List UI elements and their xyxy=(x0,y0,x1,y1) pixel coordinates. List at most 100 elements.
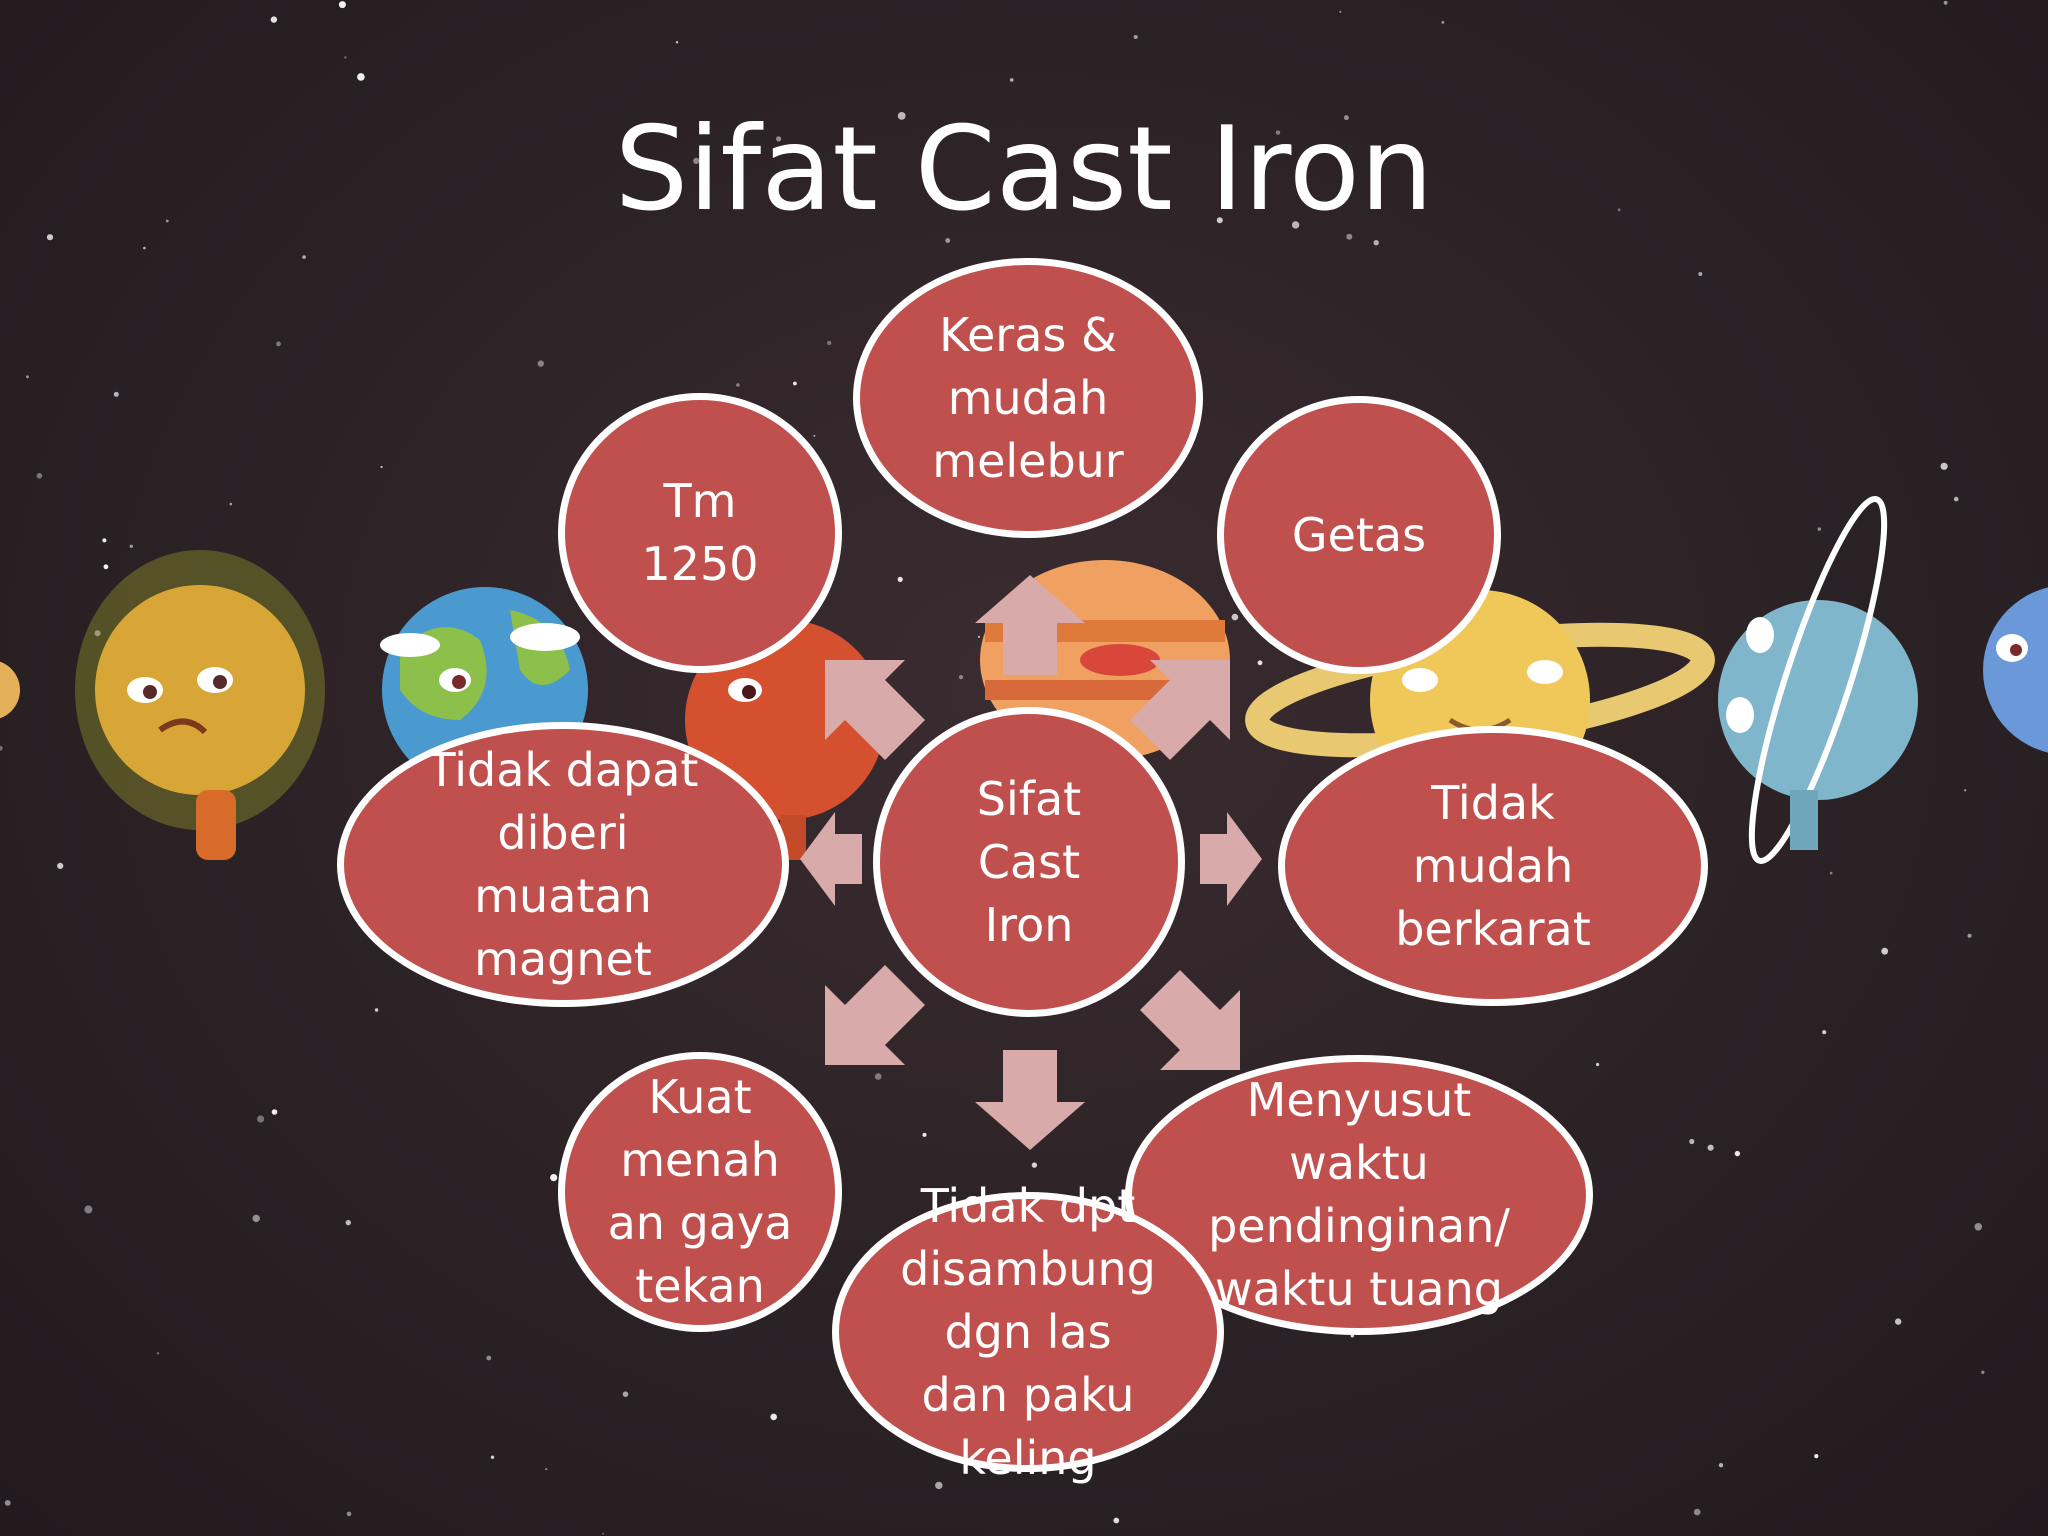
star xyxy=(1967,933,1972,938)
star xyxy=(1943,0,1948,5)
star xyxy=(793,381,797,386)
node-label: Keras & mudah melebur xyxy=(932,307,1124,488)
node-label: Tidak dapat diberi muatan magnet xyxy=(427,742,699,986)
uranus-icon xyxy=(1718,496,1918,864)
star xyxy=(1216,217,1223,224)
star xyxy=(1343,115,1349,121)
star xyxy=(550,1174,558,1182)
star xyxy=(380,465,383,469)
star xyxy=(1940,462,1948,470)
star xyxy=(26,375,29,379)
star xyxy=(113,391,119,397)
arrow-up-icon xyxy=(975,575,1085,675)
star xyxy=(1981,1370,1985,1375)
star xyxy=(1881,947,1889,955)
node-label: Tidak mudah berkarat xyxy=(1395,775,1591,956)
star xyxy=(486,1355,492,1361)
star xyxy=(945,238,951,243)
star xyxy=(252,1214,260,1223)
star xyxy=(46,234,54,241)
star xyxy=(374,1008,379,1012)
node-tidak-mudah-berkarat: Tidak mudah berkarat xyxy=(1278,726,1708,1006)
star xyxy=(1231,613,1239,621)
node-tidak-dpt-disambung: Tidak dpt disambung dgn las dan paku kel… xyxy=(832,1179,1224,1485)
star xyxy=(827,340,832,346)
star xyxy=(1734,1150,1741,1157)
node-label: Tidak dpt disambung dgn las dan paku kel… xyxy=(900,1178,1156,1485)
center-node-label: Sifat Cast Iron xyxy=(976,771,1082,952)
star xyxy=(1895,1318,1902,1325)
star xyxy=(1346,233,1353,240)
star xyxy=(84,1205,93,1214)
node-label: Getas xyxy=(1291,507,1427,562)
star xyxy=(346,1511,352,1517)
star xyxy=(1974,1223,1983,1231)
star xyxy=(1814,1454,1819,1459)
star xyxy=(1441,21,1445,24)
arrow-up-right-icon xyxy=(1130,660,1230,760)
page-title: Sifat Cast Iron xyxy=(614,102,1434,237)
arrow-down-icon xyxy=(975,1050,1085,1150)
star xyxy=(1693,1508,1701,1516)
star xyxy=(1339,10,1342,13)
arrow-left-icon xyxy=(800,812,862,906)
star xyxy=(1829,871,1833,875)
star xyxy=(4,1500,11,1506)
star xyxy=(736,383,740,387)
star xyxy=(1596,1062,1600,1067)
node-keras-mudah-melebur: Keras & mudah melebur xyxy=(853,258,1203,538)
star xyxy=(602,1532,605,1535)
star xyxy=(229,502,233,506)
star xyxy=(897,576,903,583)
star xyxy=(813,434,816,437)
star xyxy=(1698,272,1703,276)
star xyxy=(1373,240,1379,246)
star xyxy=(338,1,346,9)
star xyxy=(922,1132,927,1137)
star xyxy=(1953,496,1959,502)
star xyxy=(935,1481,943,1490)
star xyxy=(490,1455,495,1459)
star xyxy=(1113,1517,1120,1524)
star xyxy=(1275,130,1281,135)
star xyxy=(57,862,64,870)
star xyxy=(0,745,3,751)
arrow-right-icon xyxy=(1200,812,1262,906)
star xyxy=(257,1115,265,1123)
star xyxy=(143,246,146,250)
node-getas: Getas xyxy=(1217,396,1501,674)
star xyxy=(1822,1030,1827,1035)
sun-icon xyxy=(0,661,20,719)
star xyxy=(271,1109,278,1115)
star xyxy=(1707,1144,1714,1151)
star xyxy=(302,255,306,259)
arrow-up-left-icon xyxy=(825,660,925,760)
star xyxy=(978,635,980,638)
star xyxy=(1291,221,1300,229)
star xyxy=(103,564,109,570)
star xyxy=(675,41,679,44)
star xyxy=(545,1468,548,1471)
star xyxy=(1617,208,1621,212)
node-tm-1250: Tm 1250 xyxy=(558,393,842,673)
star xyxy=(1817,527,1822,531)
star xyxy=(1031,1162,1038,1168)
star xyxy=(958,675,964,680)
node-label: Tm 1250 xyxy=(641,474,759,591)
star xyxy=(1718,1463,1724,1468)
star xyxy=(1257,660,1263,666)
star xyxy=(36,473,43,479)
star xyxy=(1964,789,1967,792)
star xyxy=(622,1391,629,1397)
star xyxy=(1267,151,1271,154)
neptune-icon xyxy=(1983,587,2048,753)
star xyxy=(165,219,169,223)
star xyxy=(344,56,347,59)
star xyxy=(1133,35,1138,39)
arrow-down-right-icon xyxy=(1140,970,1240,1070)
star xyxy=(276,341,281,347)
star xyxy=(537,360,544,367)
arrow-down-left-icon xyxy=(825,965,925,1065)
star xyxy=(1689,1138,1695,1145)
